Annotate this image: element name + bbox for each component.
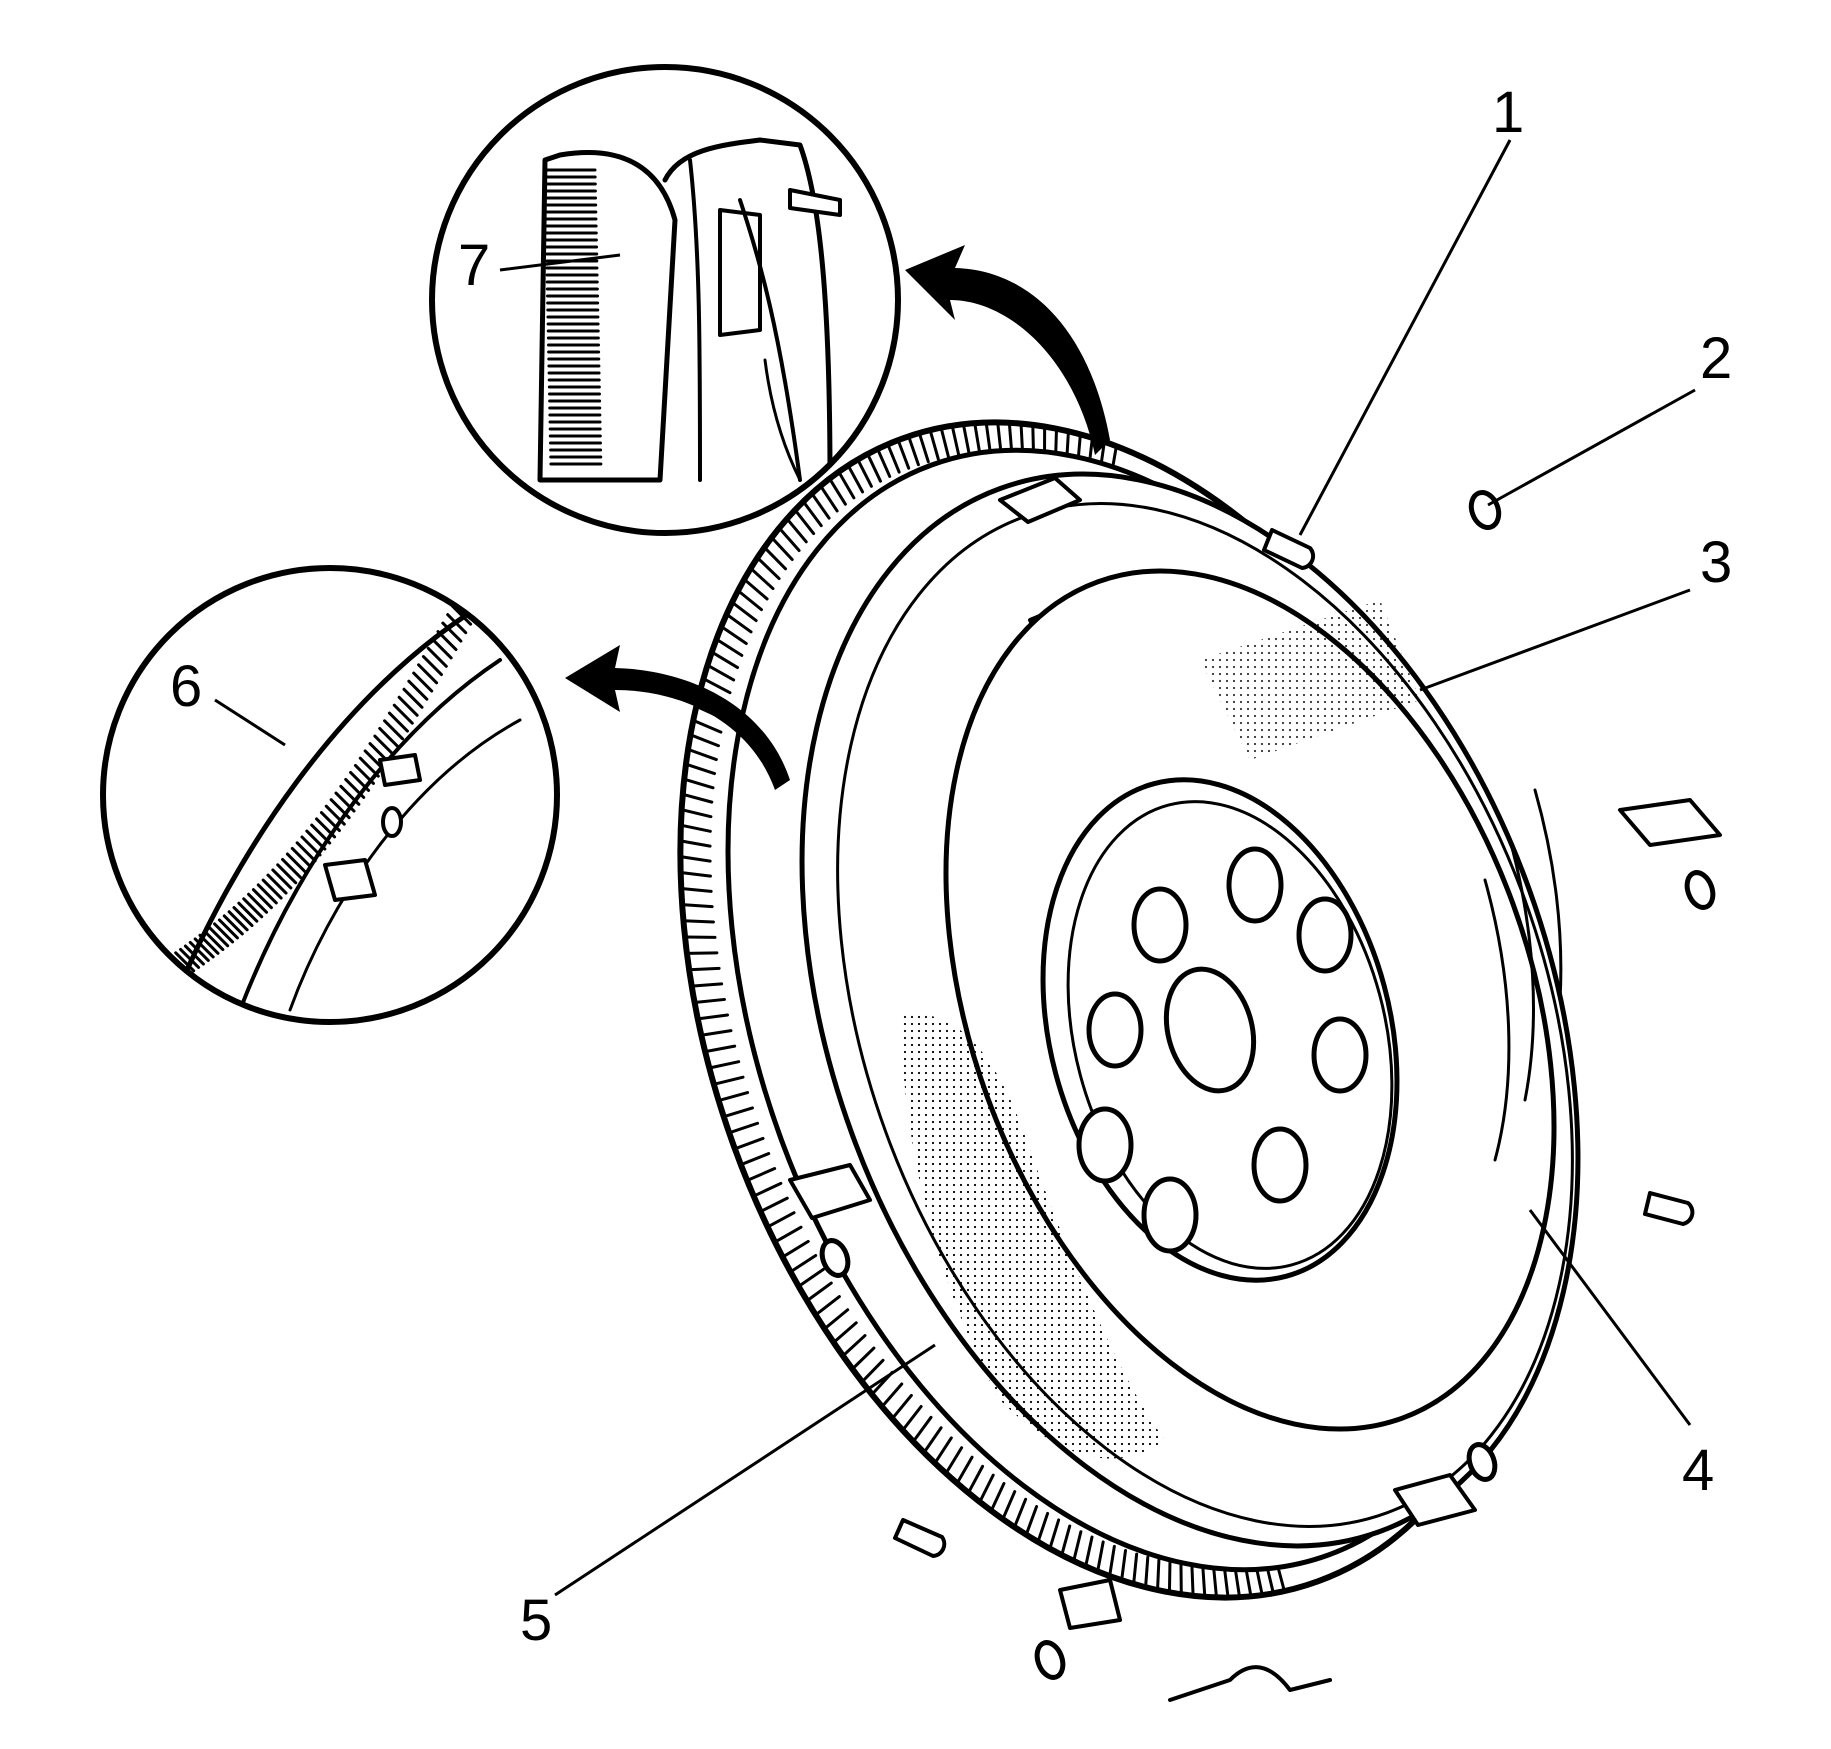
inset-arrows xyxy=(565,245,1110,790)
leader-6 xyxy=(214,698,286,747)
callouts: 1 2 3 4 5 6 7 xyxy=(170,80,1732,1653)
wear-area-stipple xyxy=(900,1013,1165,1459)
dowel-pins xyxy=(893,528,1695,1558)
detail-inset-lower xyxy=(100,565,560,1025)
hub-center-bore xyxy=(1163,966,1257,1094)
callout-3: 3 xyxy=(1700,530,1732,595)
leader-4 xyxy=(1528,1209,1692,1426)
leader-7 xyxy=(499,253,621,272)
callout-5: 5 xyxy=(520,1588,552,1653)
crank-bolt-holes xyxy=(1076,846,1369,1254)
arrow-to-upper-inset xyxy=(905,245,1110,455)
arrow-to-lower-inset xyxy=(565,645,790,790)
flywheel xyxy=(677,419,1722,1702)
callout-1: 1 xyxy=(1492,80,1524,145)
callout-2: 2 xyxy=(1700,326,1732,391)
leader-1 xyxy=(1298,139,1512,536)
callout-7: 7 xyxy=(458,233,490,298)
ring-gear-teeth xyxy=(678,421,1286,1599)
leader-5 xyxy=(554,1343,936,1597)
detail-inset-upper xyxy=(429,64,901,536)
leader-2 xyxy=(1487,388,1696,507)
callout-4: 4 xyxy=(1682,1438,1714,1503)
leader-3 xyxy=(1419,588,1691,692)
leader-lines xyxy=(214,139,1696,1597)
heat-spot-stipple xyxy=(1200,600,1420,760)
callout-6: 6 xyxy=(170,654,202,719)
